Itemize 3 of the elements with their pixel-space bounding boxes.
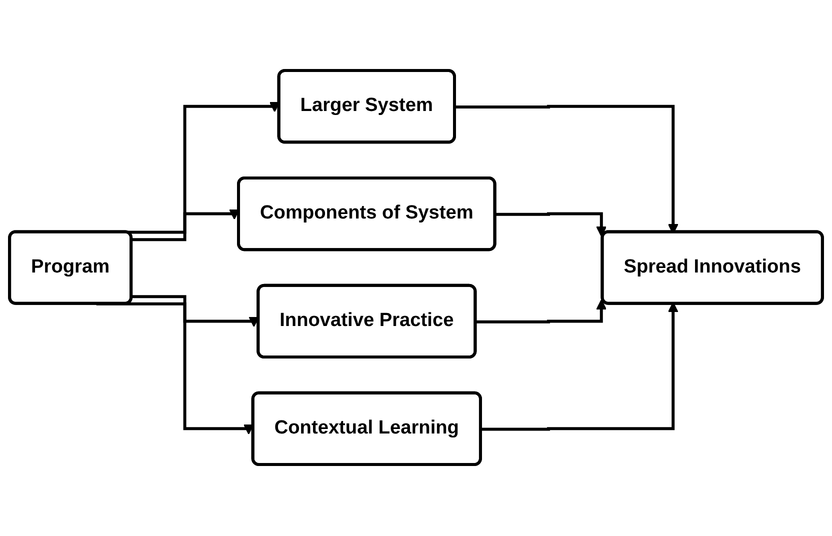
arrow: [495, 212, 607, 238]
arrow: [481, 302, 678, 432]
arrow: [476, 300, 607, 324]
